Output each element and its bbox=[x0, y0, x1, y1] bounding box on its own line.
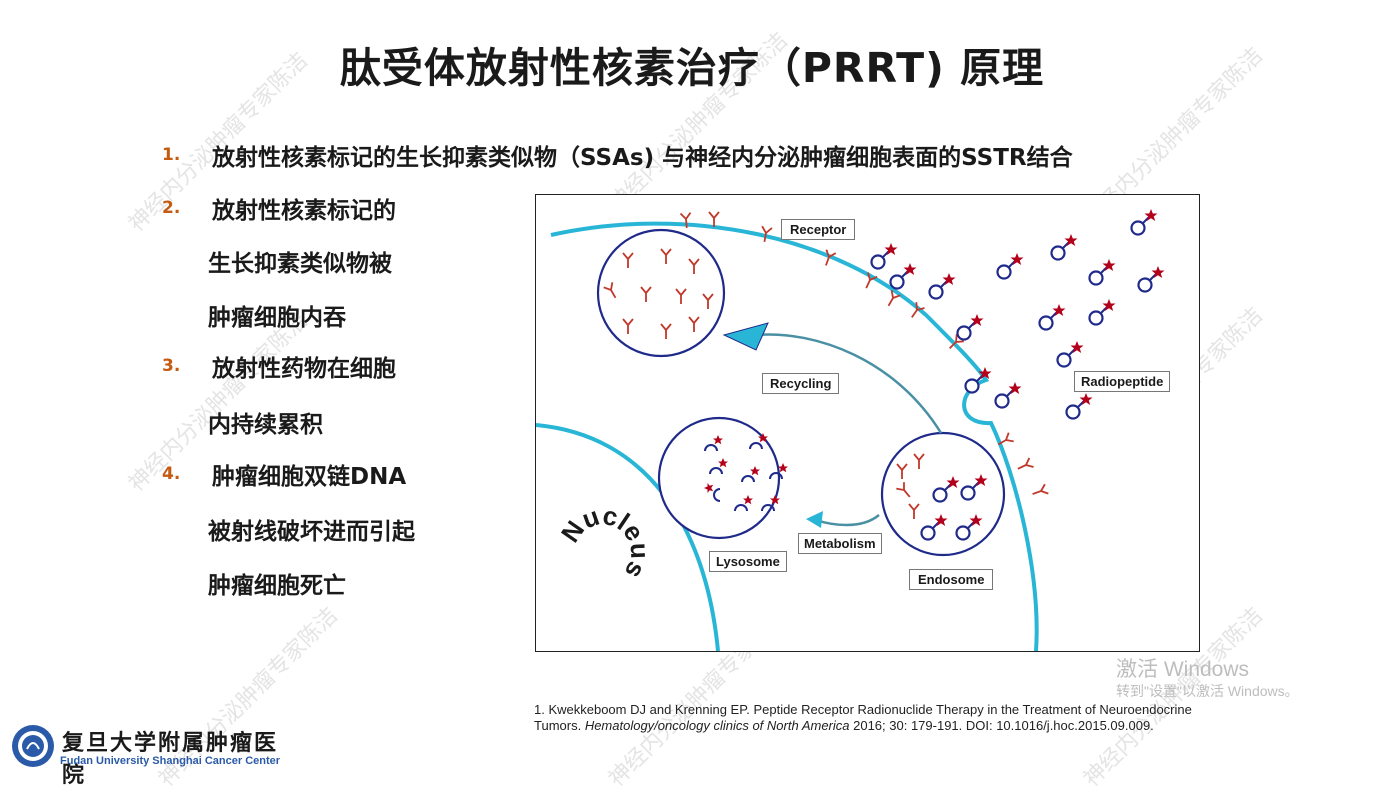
lysosome bbox=[657, 416, 781, 540]
metabolism-label: Metabolism bbox=[798, 533, 882, 554]
slide-title: 肽受体放射性核素治疗（PRRT) 原理 bbox=[339, 44, 1045, 92]
nucleus-label: Nucleus bbox=[555, 500, 655, 584]
logo-english-name: Fudan University Shanghai Cancer Center bbox=[60, 755, 281, 767]
reference-suffix: 2016; 30: 179-191. DOI: 10.1016/j.hoc.20… bbox=[849, 718, 1154, 733]
metabolism-label-text: Metabolism bbox=[804, 536, 876, 551]
hospital-logo: 复旦大学附属肿瘤医院 Fudan University Shanghai Can… bbox=[10, 721, 300, 788]
reference-prefix: 1. Kwekkeboom DJ and Krenning EP. Peptid… bbox=[534, 702, 1192, 733]
logo-chinese-name: 复旦大学附属肿瘤医院 bbox=[62, 730, 279, 788]
endosome-label-text: Endosome bbox=[918, 572, 985, 587]
receptor-label: Receptor bbox=[781, 219, 856, 240]
lysosome-label-text: Lysosome bbox=[716, 554, 780, 569]
activation-subtitle: 转到"设置"以激活 Windows。 bbox=[1116, 683, 1299, 699]
recycling-label-text: Recycling bbox=[770, 376, 832, 391]
recycling-arrowhead bbox=[722, 322, 769, 351]
item-text: 内持续累积 bbox=[208, 412, 323, 438]
hospital-emblem-icon bbox=[12, 725, 54, 767]
item-number: 3. bbox=[162, 356, 181, 376]
diagram-svg: Nucleus bbox=[535, 207, 1166, 652]
item-text: 放射性药物在细胞 bbox=[212, 356, 396, 382]
item-number: 2. bbox=[162, 198, 181, 218]
metabolism-arrow bbox=[815, 514, 880, 527]
recycling-vesicle bbox=[596, 228, 726, 358]
item-number: 1. bbox=[162, 145, 181, 165]
endosome-label: Endosome bbox=[909, 569, 994, 590]
reference-journal: Hematology/oncology clinics of North Ame… bbox=[584, 718, 850, 733]
item-text: 肿瘤细胞双链DNA bbox=[212, 464, 407, 490]
item-text: 放射性核素标记的生长抑素类似物（SSAs) 与神经内分泌肿瘤细胞表面的SSTR结… bbox=[212, 145, 1073, 171]
item-text: 被射线破坏进而引起 bbox=[208, 519, 415, 545]
radiopeptide-label-text: Radiopeptide bbox=[1081, 374, 1164, 389]
lysosome-label: Lysosome bbox=[709, 551, 787, 572]
prrt-diagram: Nucleus Receptor Recycling Radiopeptide … bbox=[535, 194, 1200, 652]
recycling-arrow bbox=[755, 333, 943, 434]
activation-title: 激活 Windows bbox=[1116, 658, 1250, 681]
item-text: 放射性核素标记的 bbox=[212, 198, 396, 224]
receptor-label-text: Receptor bbox=[790, 222, 847, 237]
item-text: 生长抑素类似物被 bbox=[208, 251, 392, 277]
item-text: 肿瘤细胞内吞 bbox=[208, 305, 346, 331]
reference: 1. Kwekkeboom DJ and Krenning EP. Peptid… bbox=[534, 702, 1214, 734]
radiopeptide-label: Radiopeptide bbox=[1074, 371, 1171, 392]
metabolism-arrowhead bbox=[806, 511, 823, 528]
item-text: 肿瘤细胞死亡 bbox=[208, 573, 346, 599]
recycling-label: Recycling bbox=[762, 373, 840, 394]
item-number: 4. bbox=[162, 464, 181, 484]
